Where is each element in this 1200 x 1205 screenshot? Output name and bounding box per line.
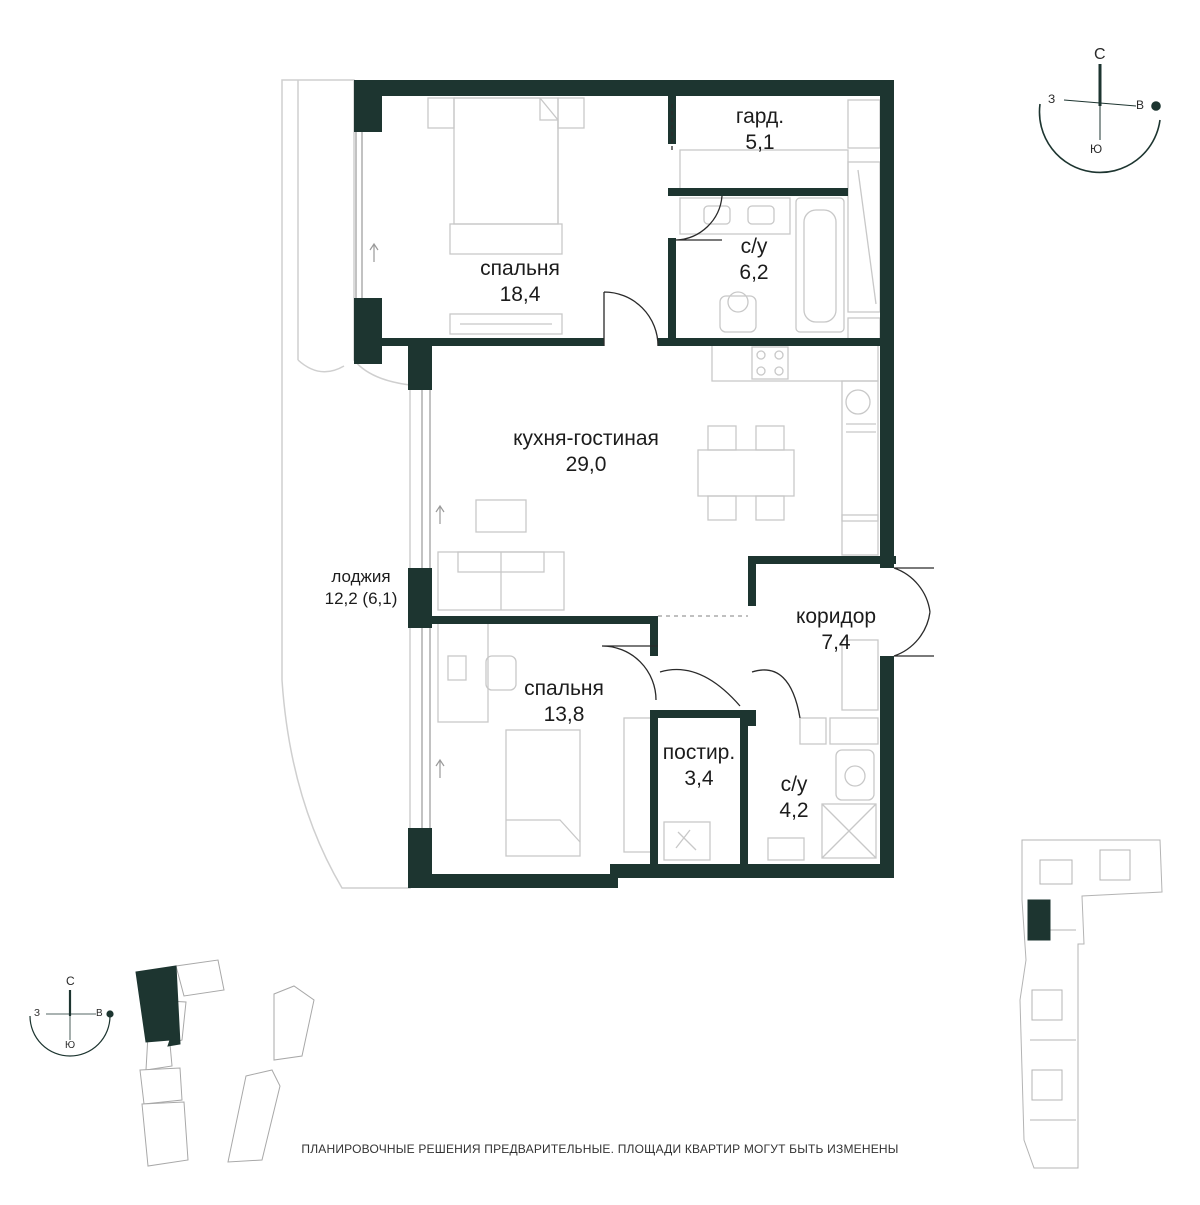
room-name: лоджия	[331, 567, 391, 586]
room-name: с/у	[740, 235, 768, 258]
sink-counter	[679, 197, 791, 235]
door-laundry	[659, 668, 741, 707]
compass-small-west-label: З	[34, 1008, 41, 1019]
compass-north-label: С	[1094, 46, 1106, 63]
door-bath2	[751, 669, 801, 719]
room-name: кухня-гостиная	[513, 427, 659, 450]
desk	[437, 619, 489, 723]
loggia-outline	[281, 79, 411, 889]
room-area: 3,4	[684, 767, 714, 790]
coffee-table	[475, 499, 527, 533]
bed-2	[505, 729, 581, 857]
toilet-2	[835, 749, 875, 801]
room-area: 7,4	[821, 631, 851, 654]
doors	[601, 104, 934, 719]
room-name: коридор	[795, 605, 877, 628]
compass-small-south-label: Ю	[65, 1040, 76, 1051]
building-key-plan	[1019, 839, 1163, 1169]
room-name: спальня	[524, 677, 604, 700]
sink-2	[767, 837, 805, 861]
compass-bottom-left	[29, 990, 114, 1057]
site-plan	[135, 959, 315, 1167]
entry-door	[893, 567, 934, 657]
kitchen-counter-top	[711, 344, 879, 382]
compass-small-north-label: С	[66, 974, 75, 988]
bed-1	[453, 97, 559, 225]
room-corridor: коридор 7,4	[776, 604, 896, 656]
kitchen-sink	[845, 389, 871, 415]
walls	[354, 80, 896, 888]
room-name: с/у	[780, 773, 808, 796]
room-area: 4,2	[779, 799, 809, 822]
room-bathroom-1: с/у 6,2	[694, 234, 814, 286]
compass-small-east-label: В	[96, 1008, 103, 1019]
room-name: спальня	[480, 257, 560, 280]
room-name: гард.	[735, 105, 785, 128]
toilet-1	[719, 295, 757, 333]
dining-table	[697, 449, 795, 497]
room-area: 6,2	[739, 261, 769, 284]
room-kitchen-living: кухня-гостиная 29,0	[486, 426, 686, 478]
room-area: 5,1	[745, 131, 775, 154]
windows	[355, 132, 445, 828]
tv-stand-1	[449, 313, 563, 335]
compass-west-label: З	[1048, 92, 1056, 106]
room-area: 29,0	[565, 453, 607, 476]
door-bedroom2	[601, 645, 658, 701]
room-wardrobe: гард. 5,1	[700, 104, 820, 156]
room-bedroom-2: спальня 13,8	[504, 676, 624, 728]
room-area: 12,2 (6,1)	[324, 589, 398, 608]
compass-south-label: Ю	[1090, 142, 1103, 156]
room-bathroom-2: с/у 4,2	[754, 772, 834, 824]
disclaimer-text: ПЛАНИРОВОЧНЫЕ РЕШЕНИЯ ПРЕДВАРИТЕЛЬНЫЕ. П…	[301, 1142, 899, 1156]
kitchen-counter-side	[841, 380, 879, 522]
room-bedroom-1: спальня 18,4	[460, 256, 580, 308]
desk-chair	[485, 655, 517, 691]
room-area: 18,4	[499, 283, 541, 306]
bed-1-head	[449, 223, 563, 255]
room-name: постир.	[662, 741, 736, 764]
door-bedroom1	[603, 291, 659, 347]
room-loggia: лоджия 12,2 (6,1)	[296, 566, 426, 610]
compass-east-label: В	[1136, 98, 1145, 112]
room-area: 13,8	[543, 703, 585, 726]
room-laundry: постир. 3,4	[646, 740, 752, 792]
washer	[663, 821, 711, 861]
shower	[821, 803, 877, 859]
bathtub	[795, 197, 845, 333]
compass-top-right	[1038, 64, 1161, 174]
